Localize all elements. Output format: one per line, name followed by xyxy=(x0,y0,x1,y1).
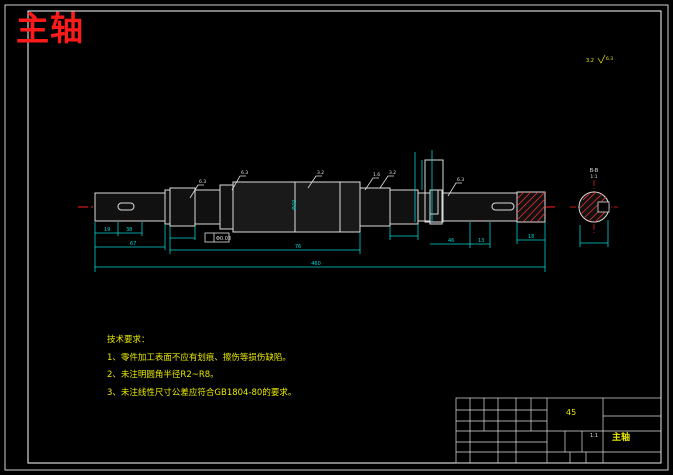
section-scale: 1:1 xyxy=(590,174,597,180)
dimension-text: 460 76 19 38 67 46 13 18 Φ40 xyxy=(104,200,534,267)
note-item: 3、未注线性尺寸公差应符合GB1804-80的要求。 xyxy=(107,387,297,398)
left-segment-dim: 19 xyxy=(104,227,110,233)
general-roughness: 3.2 6.3 xyxy=(586,54,613,64)
roughness-label: 6.3 xyxy=(241,170,248,176)
roughness-label: 1.6 xyxy=(373,172,380,178)
diameter-dim: Φ40 xyxy=(292,200,298,210)
right-segment-dim: 18 xyxy=(528,234,534,240)
outer-border xyxy=(4,4,669,471)
scale-label: 1:1 xyxy=(590,433,599,439)
shaft-outline xyxy=(94,181,546,233)
roughness-label: 3.2 xyxy=(389,170,396,176)
part-name: 主轴 xyxy=(612,433,631,443)
material-label: 45 xyxy=(566,408,577,417)
svg-text:3.2: 3.2 xyxy=(586,58,594,64)
slot-detail xyxy=(424,159,444,223)
section-view: B-B 1:1 xyxy=(570,168,618,235)
roughness-leaders xyxy=(189,175,462,199)
left-segment-dim: 38 xyxy=(126,227,132,233)
left-segment-dim: 67 xyxy=(130,241,136,247)
end-hatch xyxy=(516,191,546,223)
svg-text:6.3: 6.3 xyxy=(606,56,613,62)
roughness-label: 6.3 xyxy=(199,179,206,185)
center-length-dim: 76 xyxy=(295,244,301,250)
tolerance-box: Φ0.03 xyxy=(204,232,231,243)
right-segment-dim: 46 xyxy=(448,238,454,244)
section-label: B-B xyxy=(590,168,599,174)
note-item: 2、未注明圆角半径R2~R8。 xyxy=(107,370,219,380)
dimension-lines xyxy=(94,150,609,272)
note-item: 1、零件加工表面不应有划痕、擦伤等损伤缺陷。 xyxy=(107,352,291,363)
title-block xyxy=(455,397,662,464)
tolerance-value: Φ0.03 xyxy=(216,236,231,242)
notes-heading: 技术要求： xyxy=(107,335,150,345)
drawing-title: 主轴 xyxy=(16,9,84,48)
inner-border xyxy=(27,10,662,464)
roughness-label: 3.2 xyxy=(317,170,324,176)
right-segment-dim: 13 xyxy=(478,238,484,244)
roughness-label: 6.3 xyxy=(457,177,464,183)
overall-length-dim: 460 xyxy=(311,261,321,267)
technical-notes: 技术要求： 1、零件加工表面不应有划痕、擦伤等损伤缺陷。 2、未注明圆角半径R2… xyxy=(107,332,296,402)
roughness-labels: 6.3 6.3 3.2 1.6 3.2 6.3 xyxy=(199,170,464,185)
